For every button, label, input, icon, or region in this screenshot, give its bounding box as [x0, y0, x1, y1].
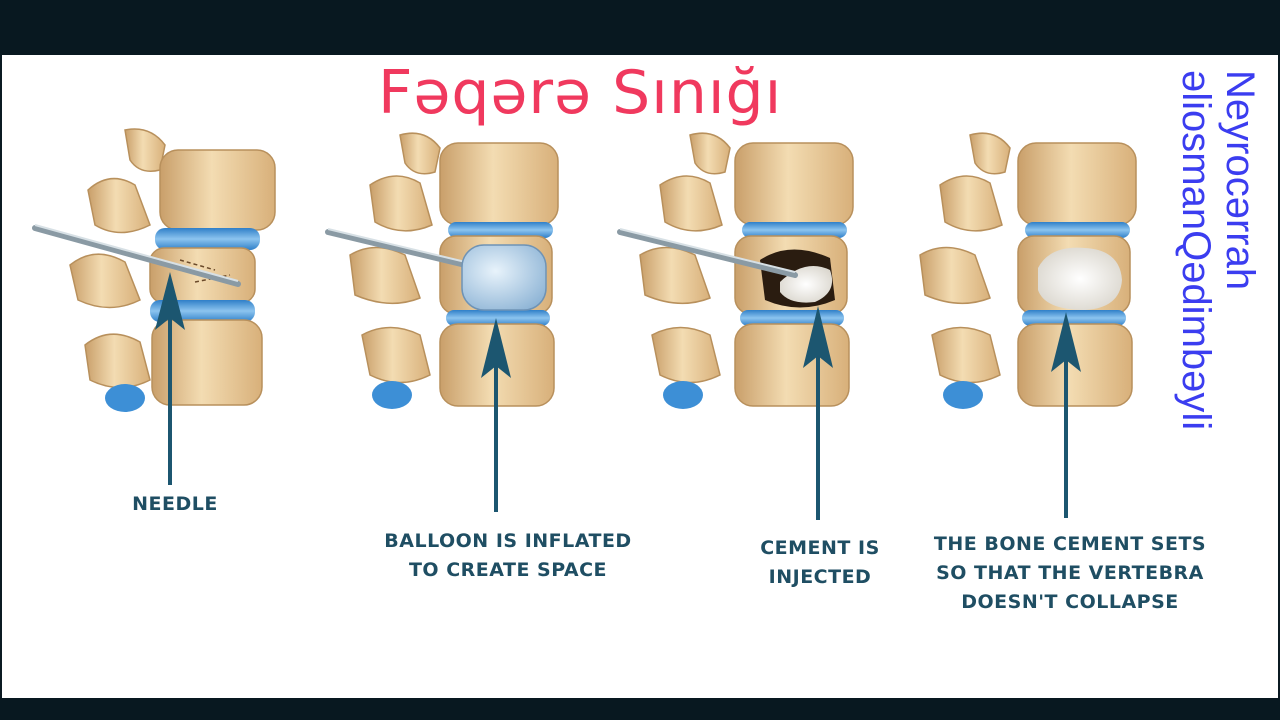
arrow-2 [481, 318, 511, 512]
caption-balloon: BALLOON IS INFLATED TO CREATE SPACE [368, 527, 648, 585]
vertebra-stack-1 [32, 128, 276, 412]
vertebra-stack-2 [325, 132, 559, 409]
vertebra-stack-4 [919, 132, 1137, 409]
caption-line: SO THAT THE VERTEBRA [936, 562, 1204, 584]
page-title: Fəqərə Sınığı [378, 58, 783, 128]
caption-line: BALLOON IS INFLATED [384, 530, 632, 552]
letterbox-bottom [0, 698, 1280, 720]
caption-line: DOESN'T COLLAPSE [961, 591, 1179, 613]
arrow-4 [1051, 312, 1081, 518]
caption-cement: CEMENT IS INJECTED [740, 534, 900, 592]
caption-line: THE BONE CEMENT SETS [933, 533, 1207, 555]
caption-needle: NEEDLE [100, 490, 250, 519]
watermark-line-1: Neyrocərrah [1218, 70, 1262, 291]
letterbox-top [0, 0, 1280, 55]
watermark-line-2: əliosmanQədimbəyli [1174, 70, 1218, 431]
caption-cement-sets: THE BONE CEMENT SETS SO THAT THE VERTEBR… [920, 530, 1220, 617]
caption-line: INJECTED [768, 566, 872, 588]
caption-line: TO CREATE SPACE [408, 559, 608, 581]
arrow-3 [803, 306, 833, 520]
arrow-1 [155, 272, 185, 485]
watermark: Neyrocərrah əliosmanQədimbəyli [1174, 70, 1262, 430]
caption-line: CEMENT IS [760, 537, 880, 559]
caption-line: NEEDLE [132, 493, 218, 515]
